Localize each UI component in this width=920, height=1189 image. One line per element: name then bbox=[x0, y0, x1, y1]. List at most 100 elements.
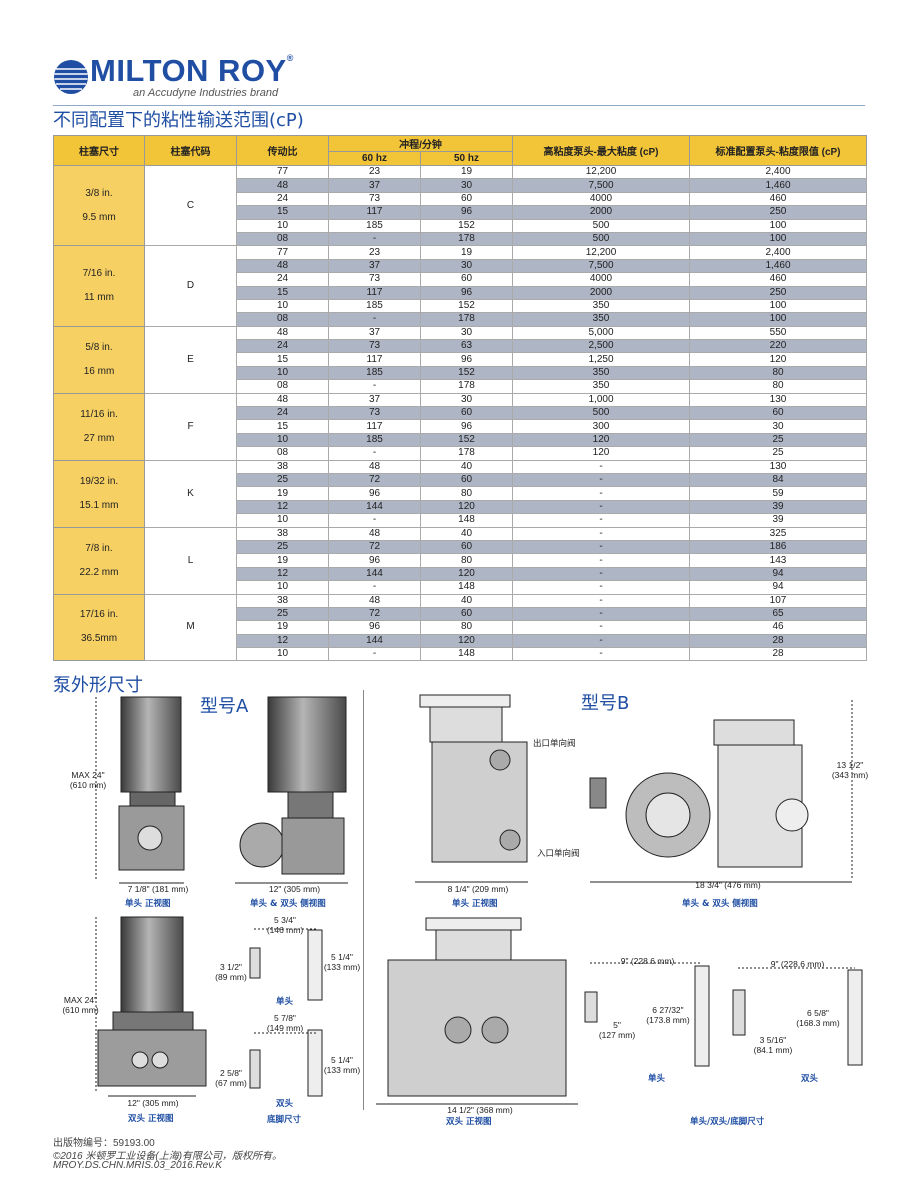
spm-60hz-cell: 37 bbox=[328, 392, 421, 408]
b-caption2: 单头 & 双头 侧视图 bbox=[682, 899, 758, 909]
ratio-cell: 10 bbox=[236, 432, 329, 448]
footer-publication: 出版物编号：59193.00 bbox=[53, 1138, 155, 1149]
high-visc-cell: 350 bbox=[512, 379, 690, 394]
std-visc-cell: 80 bbox=[689, 365, 867, 381]
table-row: 10-148-94 bbox=[54, 580, 867, 595]
spm-50hz-cell: 178 bbox=[420, 446, 513, 461]
plunger-size-mm: 22.2 mm bbox=[79, 566, 119, 578]
brand-tagline: an Accudyne Industries brand bbox=[133, 87, 279, 99]
std-visc-cell: 1,460 bbox=[689, 178, 867, 193]
footer-copyright: ©2016 米顿罗工业设备(上海)有限公司，版权所有。 bbox=[53, 1151, 283, 1162]
high-visc-cell: - bbox=[512, 593, 690, 608]
plunger-size-cell: 7/16 in.11 mm bbox=[53, 245, 145, 327]
plunger-code-cell: K bbox=[144, 459, 237, 528]
std-visc-cell: 550 bbox=[689, 325, 867, 341]
plunger-size-cell: 17/16 in.36.5mm bbox=[53, 593, 145, 662]
std-visc-cell: 30 bbox=[689, 419, 867, 434]
bfoot2-left-label: 3 5/16"(84.1 mm) bbox=[753, 1035, 793, 1055]
bfoot1-right-label: 6 27/32"(173.8 mm) bbox=[646, 1005, 690, 1025]
high-visc-cell: 4000 bbox=[512, 191, 690, 207]
plunger-size-in: 11/16 in. bbox=[80, 408, 118, 420]
high-visc-cell: - bbox=[512, 566, 690, 582]
b-width1-label: 8 1/4" (209 mm) bbox=[447, 884, 509, 894]
plunger-size-in: 7/16 in. bbox=[82, 268, 116, 280]
spm-60hz-cell: - bbox=[328, 379, 421, 394]
plunger-size-mm: 9.5 mm bbox=[82, 211, 116, 223]
viscosity-table: 柱塞尺寸 柱塞代码 传动比 冲程/分钟 高粘度泵头-最大粘度 (cP) 标准配置… bbox=[53, 135, 867, 662]
a-width2-label: 12" (305 mm) bbox=[268, 884, 321, 894]
spm-60hz-cell: 73 bbox=[328, 272, 421, 287]
ratio-cell: 48 bbox=[236, 178, 329, 193]
plunger-size-cell: 3/8 in.9.5 mm bbox=[53, 164, 145, 247]
spm-60hz-cell: 185 bbox=[328, 432, 421, 448]
ratio-cell: 19 bbox=[236, 486, 329, 501]
b-height-label: 13 1/2"(343 mm) bbox=[831, 760, 869, 780]
ratio-cell: 24 bbox=[236, 339, 329, 354]
std-visc-cell: 65 bbox=[689, 606, 867, 622]
spm-50hz-cell: 80 bbox=[420, 553, 513, 568]
spm-60hz-cell: 23 bbox=[328, 164, 421, 180]
b-caption3: 双头 正视图 bbox=[446, 1117, 492, 1127]
std-visc-cell: 59 bbox=[689, 486, 867, 501]
b-width3-label: 14 1/2" (368 mm) bbox=[447, 1105, 513, 1115]
std-visc-cell: 100 bbox=[689, 298, 867, 314]
ratio-cell: 15 bbox=[236, 205, 329, 220]
ratio-cell: 15 bbox=[236, 419, 329, 434]
std-visc-cell: 94 bbox=[689, 580, 867, 595]
ratio-cell: 10 bbox=[236, 647, 329, 662]
spm-60hz-cell: 48 bbox=[328, 593, 421, 608]
foot1-left-label: 3 1/2"(89 mm) bbox=[215, 962, 247, 982]
high-visc-cell: 1,250 bbox=[512, 352, 690, 367]
plunger-size-cell: 5/8 in.16 mm bbox=[53, 325, 145, 394]
bfoot2-caption: 双头 bbox=[801, 1074, 819, 1084]
high-visc-cell: 500 bbox=[512, 218, 690, 233]
dimensions-title: 泵外形尺寸 bbox=[53, 675, 143, 696]
spm-50hz-cell: 178 bbox=[420, 379, 513, 394]
std-visc-cell: 100 bbox=[689, 312, 867, 327]
spm-50hz-cell: 30 bbox=[420, 178, 513, 193]
spm-60hz-cell: 96 bbox=[328, 486, 421, 501]
ratio-cell: 12 bbox=[236, 633, 329, 649]
b-inlet-valve-label: 入口单向阀 bbox=[537, 848, 580, 858]
std-visc-cell: 130 bbox=[689, 392, 867, 408]
a-caption1: 单头 正视图 bbox=[125, 899, 171, 909]
high-visc-cell: 7,500 bbox=[512, 258, 690, 274]
ratio-cell: 48 bbox=[236, 325, 329, 341]
ratio-cell: 77 bbox=[236, 245, 329, 260]
std-visc-cell: 46 bbox=[689, 620, 867, 635]
ratio-cell: 48 bbox=[236, 392, 329, 408]
plunger-code-cell: C bbox=[144, 164, 237, 247]
plunger-size-in: 7/8 in. bbox=[85, 542, 113, 554]
spm-50hz-cell: 148 bbox=[420, 513, 513, 528]
footprint-caption: 底脚尺寸 bbox=[267, 1115, 302, 1125]
spm-60hz-cell: 144 bbox=[328, 566, 421, 582]
milton-roy-globe-icon bbox=[54, 60, 88, 94]
bfootprint-caption: 单头/双头/底脚尺寸 bbox=[690, 1117, 765, 1127]
spm-60hz-cell: 96 bbox=[328, 553, 421, 568]
std-visc-cell: 28 bbox=[689, 633, 867, 649]
a-caption2: 单头 & 双头 侧视图 bbox=[250, 899, 326, 909]
spm-60hz-cell: 144 bbox=[328, 499, 421, 515]
ratio-cell: 10 bbox=[236, 580, 329, 595]
std-visc-cell: 186 bbox=[689, 539, 867, 555]
high-visc-cell: 120 bbox=[512, 446, 690, 461]
table-row: 10-148-28 bbox=[54, 647, 867, 662]
high-visc-cell: - bbox=[512, 633, 690, 649]
section-title: 不同配置下的粘性输送范围(cP) bbox=[53, 110, 304, 131]
spm-60hz-cell: 73 bbox=[328, 406, 421, 421]
high-visc-cell: - bbox=[512, 553, 690, 568]
bfoot2-top-label: 9" (228.6 mm) bbox=[770, 959, 825, 969]
bfoot2-right-label: 6 5/8"(168.3 mm) bbox=[796, 1008, 840, 1028]
spm-60hz-cell: - bbox=[328, 647, 421, 662]
